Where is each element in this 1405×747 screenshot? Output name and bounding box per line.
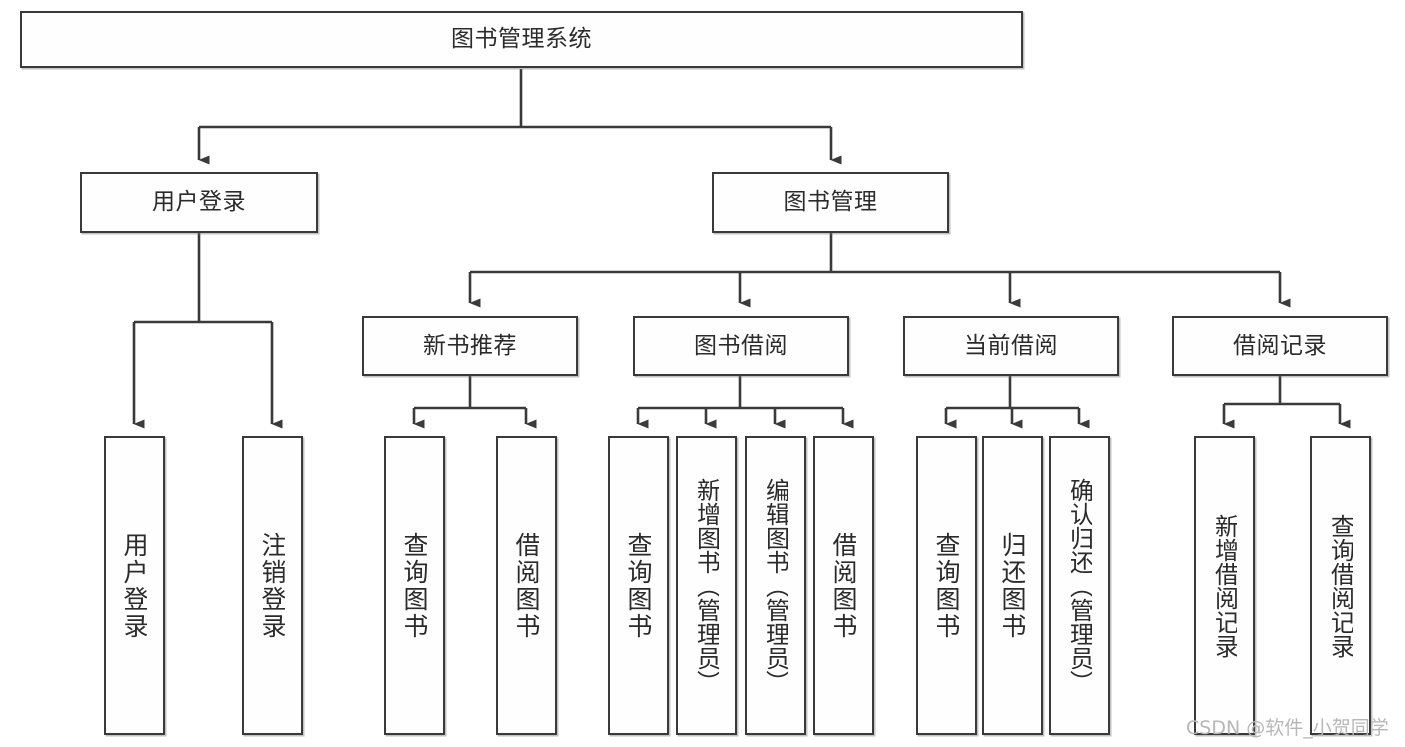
node-leaf-edit-book-label: 编辑图书（管理员） bbox=[763, 477, 788, 694]
node-leaf-return-book[interactable]: 归还图书 bbox=[982, 436, 1043, 735]
node-user-login-label: 用户登录 bbox=[152, 189, 246, 216]
node-borrow-record-label: 借阅记录 bbox=[1233, 332, 1327, 359]
node-leaf-confirm-return[interactable]: 确认归还（管理员） bbox=[1049, 436, 1110, 735]
node-new-book-recommend[interactable]: 新书推荐 bbox=[362, 316, 578, 376]
node-leaf-logout-login[interactable]: 注销登录 bbox=[242, 436, 303, 735]
node-leaf-borrow-book-2[interactable]: 借阅图书 bbox=[813, 436, 874, 735]
node-borrow-record[interactable]: 借阅记录 bbox=[1172, 316, 1388, 376]
node-leaf-borrow-book-2-label: 借阅图书 bbox=[831, 531, 856, 640]
node-current-borrow-label: 当前借阅 bbox=[964, 332, 1058, 359]
node-leaf-add-book-label: 新增图书（管理员） bbox=[694, 477, 719, 694]
csdn-watermark: CSDN @软件_小贺同学 bbox=[1186, 717, 1389, 739]
node-book-manage[interactable]: 图书管理 bbox=[712, 172, 949, 233]
node-leaf-query-book-2[interactable]: 查询图书 bbox=[608, 436, 669, 735]
node-leaf-borrow-book-1[interactable]: 借阅图书 bbox=[496, 436, 557, 735]
node-leaf-user-login-label: 用户登录 bbox=[122, 531, 147, 640]
node-leaf-add-book[interactable]: 新增图书（管理员） bbox=[676, 436, 737, 735]
node-leaf-return-book-label: 归还图书 bbox=[1000, 531, 1025, 640]
node-leaf-user-login[interactable]: 用户登录 bbox=[104, 436, 165, 735]
node-current-borrow[interactable]: 当前借阅 bbox=[903, 316, 1119, 376]
node-leaf-query-book-3[interactable]: 查询图书 bbox=[916, 436, 977, 735]
node-leaf-query-book-3-label: 查询图书 bbox=[934, 531, 959, 640]
node-leaf-query-book-1[interactable]: 查询图书 bbox=[384, 436, 445, 735]
node-leaf-edit-book[interactable]: 编辑图书（管理员） bbox=[745, 436, 806, 735]
node-leaf-borrow-book-1-label: 借阅图书 bbox=[514, 531, 539, 640]
node-book-manage-label: 图书管理 bbox=[783, 189, 878, 216]
node-root[interactable]: 图书管理系统 bbox=[20, 11, 1023, 68]
node-leaf-confirm-return-label: 确认归还（管理员） bbox=[1067, 477, 1092, 694]
node-new-book-recommend-label: 新书推荐 bbox=[423, 332, 517, 359]
node-book-borrow[interactable]: 图书借阅 bbox=[633, 316, 849, 376]
node-leaf-logout-login-label: 注销登录 bbox=[260, 531, 285, 640]
node-book-borrow-label: 图书借阅 bbox=[694, 332, 788, 359]
node-leaf-add-record[interactable]: 新增借阅记录 bbox=[1194, 436, 1255, 735]
node-root-label: 图书管理系统 bbox=[451, 26, 592, 53]
node-leaf-query-record[interactable]: 查询借阅记录 bbox=[1310, 436, 1371, 735]
node-leaf-query-book-1-label: 查询图书 bbox=[402, 531, 427, 640]
node-leaf-query-record-label: 查询借阅记录 bbox=[1328, 513, 1353, 658]
node-user-login[interactable]: 用户登录 bbox=[80, 172, 318, 233]
node-leaf-query-book-2-label: 查询图书 bbox=[626, 531, 651, 640]
node-leaf-add-record-label: 新增借阅记录 bbox=[1212, 513, 1237, 658]
